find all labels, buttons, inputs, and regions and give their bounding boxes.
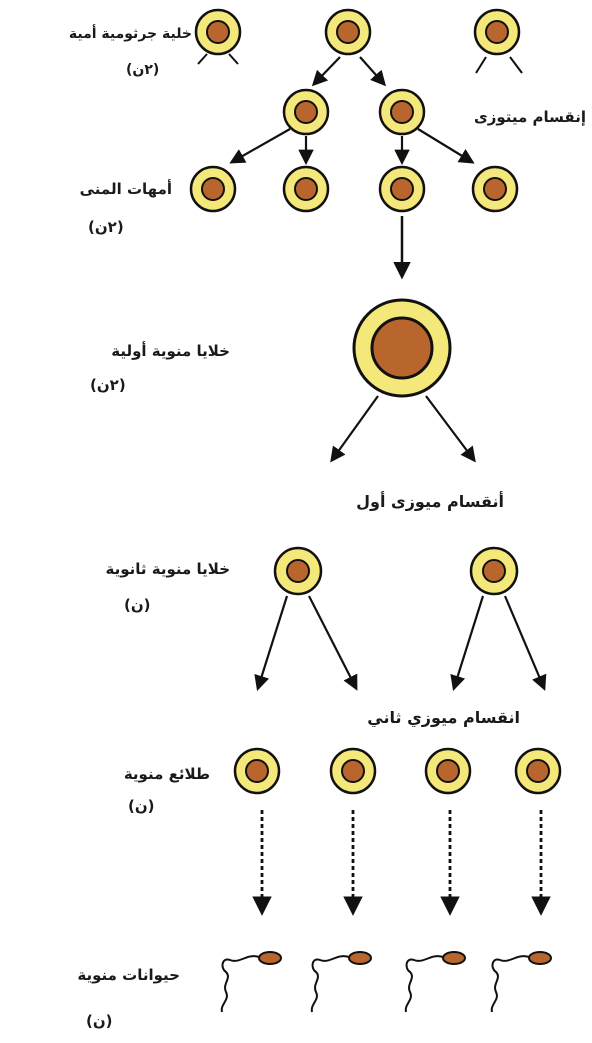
germ-cell-right [473,8,523,74]
ploidy-spermatids: (ن) [128,797,155,815]
ploidy-sperm: (ن) [86,1012,113,1030]
arrow-meiosis2-1 [254,595,289,691]
secondary-spermatocyte-left [273,546,323,596]
label-spermatids: طلائع منوية [123,765,210,783]
ploidy-spermatogonia: (٢ن) [88,218,124,236]
sperm-3 [404,951,466,1013]
spermatogonium-4 [471,165,519,213]
arrow-mitosis-left [311,56,341,87]
sperm-4 [490,951,552,1013]
arrow-meiosis1-right [425,395,476,463]
arrow-mitosis-right [359,56,387,87]
mitosis-cell-left [282,88,330,136]
label-germ-cell: خلية جرثومية أمية [68,26,192,42]
arrow-meiosis2-2 [308,595,358,691]
ploidy-secondary-spermatocyte: (ن) [124,596,151,614]
germ-cell-center [324,8,372,56]
spermatid-4 [514,747,562,795]
label-sperm: حيوانات منوية [77,966,180,984]
spermatid-3 [424,747,472,795]
mitosis-cell-right [378,88,426,136]
ploidy-germ-cell: (٢ن) [126,62,160,78]
primary-spermatocyte [352,298,452,398]
spermatogonium-1 [189,165,237,213]
label-secondary-spermatocyte: خلايا منوية ثانوية [105,560,230,578]
arrow-meiosis1-left [330,395,379,463]
label-primary-spermatocyte: خلايا منوية أولية [111,342,230,360]
label-mitosis: إنقسام ميتوزى [473,108,586,126]
spermatogonium-2 [282,165,330,213]
ploidy-primary-spermatocyte: (٢ن) [90,376,126,394]
arrow-to-spermatogonia-1 [229,128,291,164]
sperm-1 [220,951,282,1013]
spermatogonium-3 [378,165,426,213]
label-meiosis-1: أنقسام ميوزى أول [356,492,504,511]
arrow-meiosis2-4 [503,595,547,691]
arrow-meiosis2-3 [450,595,485,691]
spermatid-2 [329,747,377,795]
arrow-to-spermatogonia-4 [417,128,475,164]
label-spermatogonia: أمهات المنى [79,180,172,198]
germ-cell-left [194,8,242,65]
spermatid-1 [233,747,281,795]
label-meiosis-2: انقسام ميوزي ثاني [367,708,520,727]
sperm-2 [310,951,372,1013]
secondary-spermatocyte-right [469,546,519,596]
